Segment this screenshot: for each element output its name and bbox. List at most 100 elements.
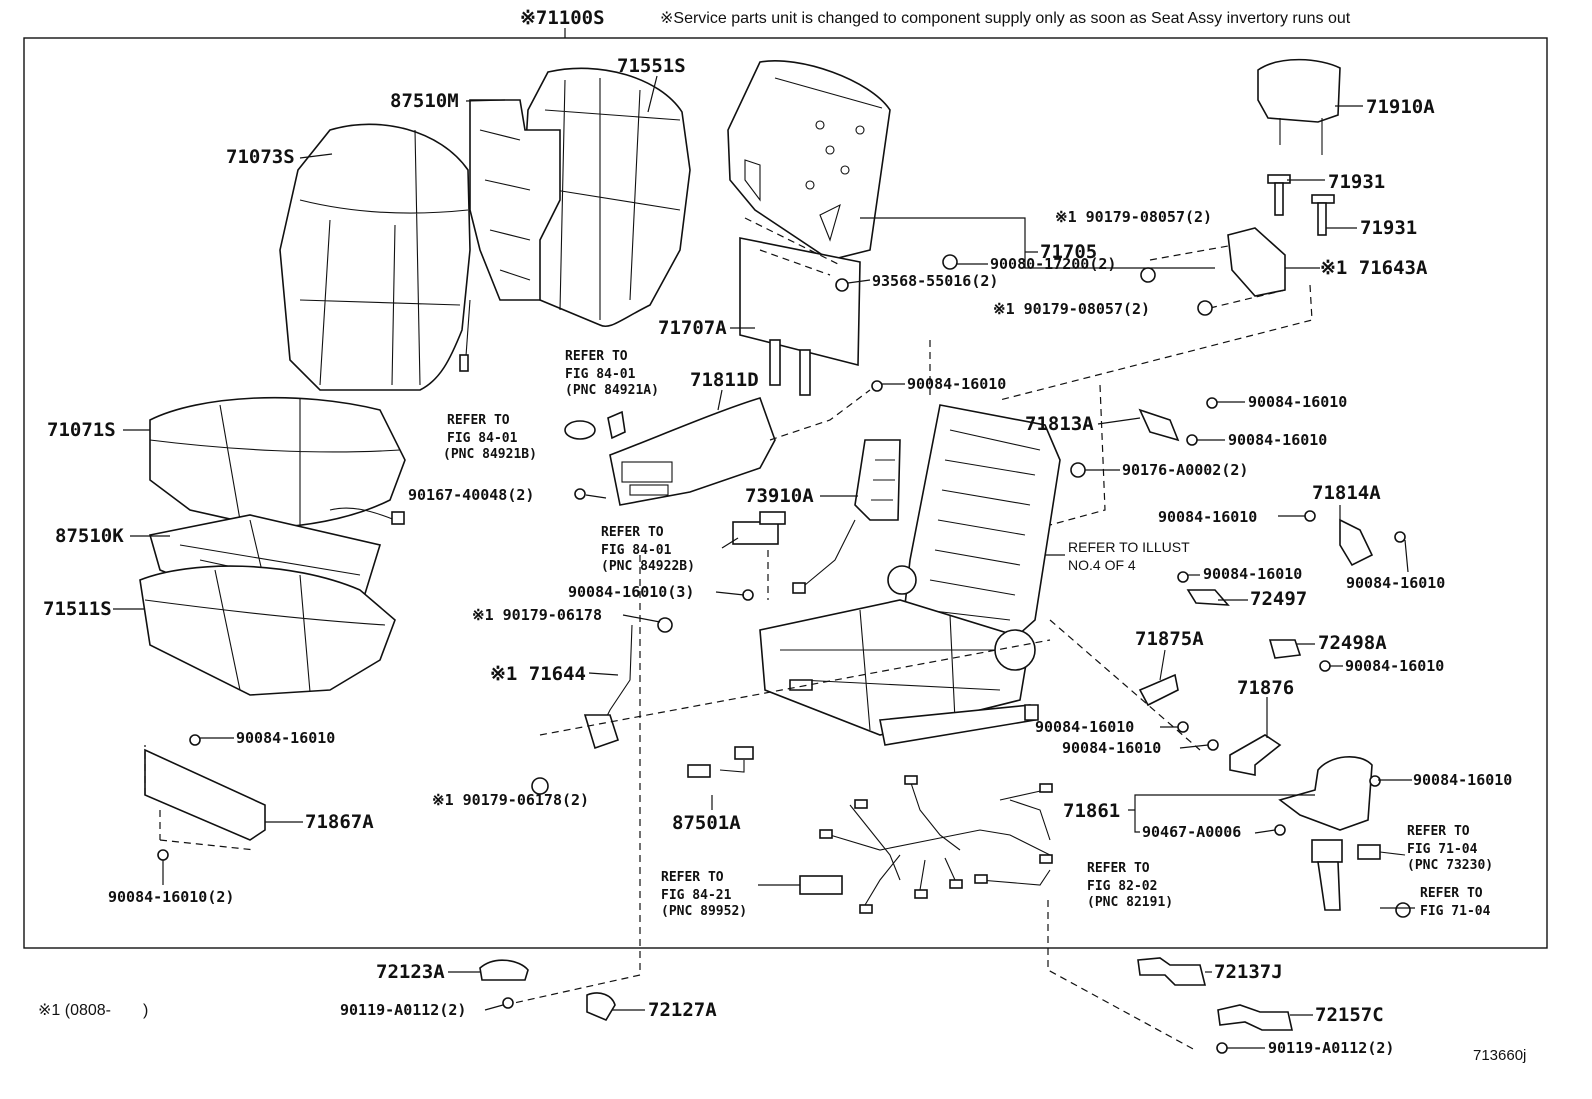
label-87501a: 87501A (672, 812, 741, 834)
label-90084-seat2: 90084-16010(2) (108, 888, 234, 906)
label-90084-a: 90084-16010 (907, 375, 1006, 393)
label-ref-82-02-2: FIG 82-02 (1087, 879, 1157, 894)
label-ref-84-01a-1: REFER TO (565, 349, 628, 364)
bracket-71814a (1304, 510, 1406, 567)
bracket-71876 (1207, 697, 1282, 776)
cushion-cover-71071s (149, 396, 406, 529)
label-ref-illust-1: REFER TO ILLUST (1068, 539, 1190, 555)
label-71931a: 71931 (1328, 171, 1385, 193)
label-90179-06178-2: ※1 90179-06178(2) (432, 791, 589, 809)
connector-87501a (687, 746, 754, 778)
label-71644: ※1 71644 (490, 663, 586, 685)
assembly-number: ※71100S (520, 7, 605, 29)
screw-90119-a (502, 997, 514, 1009)
label-71875a: 71875A (1135, 628, 1204, 650)
bracket-71813a (1070, 397, 1218, 478)
label-87510m: 87510M (390, 90, 459, 112)
label-90084-g: 90084-16010 (1345, 657, 1444, 675)
label-ref-84-01c-2: FIG 84-01 (601, 543, 672, 558)
label-90167: 90167-40048(2) (408, 486, 534, 504)
label-ref-84-01b-1: REFER TO (447, 413, 510, 428)
label-ref-71-04b-2: FIG 71-04 (1420, 904, 1491, 919)
label-93568: 93568-55016(2) (872, 272, 998, 290)
label-90084-b: 90084-16010 (1248, 393, 1347, 411)
label-72157c: 72157C (1315, 1004, 1384, 1026)
cover-72127a (586, 992, 616, 1022)
headrest-support-71931 (1267, 174, 1335, 236)
label-90084-c: 90084-16010 (1228, 431, 1327, 449)
label-71551s: 71551S (617, 55, 686, 77)
nut-90080 (942, 254, 958, 270)
leader-lines (113, 75, 1415, 1049)
label-90176: 90176-A0002(2) (1122, 461, 1248, 479)
cushion-pad-71511s (139, 565, 396, 696)
seatback-pad-71551s (519, 67, 691, 327)
label-71511s: 71511S (43, 598, 112, 620)
label-ref-84-01a-3: (PNC 84921A) (565, 383, 659, 398)
seatbelt-71861 (1274, 755, 1411, 918)
part-labels: 71551S 87510M 71073S 71071S 87510K 71511… (43, 55, 1512, 1057)
figure-id: 713660j (1473, 1047, 1526, 1064)
service-note: ※Service parts unit is changed to compon… (660, 10, 1351, 27)
label-ref-84-01b-3: (PNC 84921B) (443, 447, 537, 462)
bracket-71643a (1140, 227, 1286, 316)
label-71643a: ※1 71643A (1320, 257, 1428, 279)
side-cover-71867a (144, 734, 266, 861)
label-87510k: 87510K (55, 525, 124, 547)
label-90179-08057b: ※1 90179-08057(2) (993, 300, 1150, 318)
label-ref-84-01c-1: REFER TO (601, 525, 664, 540)
seatback-cover-71073s (279, 123, 471, 391)
bracket-71875a (1138, 649, 1189, 733)
screw-90084-a (871, 380, 883, 392)
label-ref-82-02-1: REFER TO (1087, 861, 1150, 876)
footnote: ※1 (0808- ) (38, 1002, 148, 1019)
label-90179-08057a: ※1 90179-08057(2) (1055, 208, 1212, 226)
label-71814a: 71814A (1312, 482, 1381, 504)
clip-93568 (835, 278, 849, 292)
seat-switch-84922b (732, 511, 786, 601)
label-90119a: 90119-A0112(2) (340, 1001, 466, 1019)
label-90084-e: 90084-16010 (1346, 574, 1445, 592)
cover-72123a (479, 959, 529, 981)
label-71073s: 71073S (226, 146, 295, 168)
label-71707a: 71707A (658, 317, 727, 339)
label-ref-71-04a-1: REFER TO (1407, 824, 1470, 839)
label-90119b: 90119-A0112(2) (1268, 1039, 1394, 1057)
label-ref-71-04a-2: FIG 71-04 (1407, 842, 1478, 857)
label-90084-sb: 90084-16010 (1413, 771, 1512, 789)
switch-bezel-71811d (564, 397, 776, 506)
label-71813a: 71813A (1025, 413, 1094, 435)
label-ref-84-21-2: FIG 84-21 (661, 888, 732, 903)
label-ref-84-21-3: (PNC 89952) (661, 904, 747, 919)
cover-72157c (1217, 1004, 1293, 1031)
label-ref-82-02-3: (PNC 82191) (1087, 895, 1173, 910)
label-90179-06178: ※1 90179-06178 (472, 606, 602, 624)
label-ref-illust-2: NO.4 OF 4 (1068, 557, 1136, 573)
label-ref-84-01b-2: FIG 84-01 (447, 431, 518, 446)
label-72127a: 72127A (648, 999, 717, 1021)
label-72497: 72497 (1250, 588, 1307, 610)
label-73910a: 73910A (745, 485, 814, 507)
sensor-71644 (531, 617, 673, 795)
label-90084-d: 90084-16010 (1158, 508, 1257, 526)
label-90467: 90467-A0006 (1142, 823, 1241, 841)
label-72137j: 72137J (1214, 961, 1283, 983)
label-71931b: 71931 (1360, 217, 1417, 239)
wire-harness (819, 775, 1053, 914)
back-board-71707a (739, 217, 861, 396)
seatback-heater-87510m (459, 99, 561, 372)
label-71910a: 71910A (1366, 96, 1435, 118)
label-90084-seat: 90084-16010 (236, 729, 335, 747)
label-90080: 90080-17200(2) (990, 255, 1116, 273)
label-ref-71-04b-1: REFER TO (1420, 886, 1483, 901)
label-72498a: 72498A (1318, 632, 1387, 654)
seat-frame-assembly (759, 404, 1061, 746)
cover-72137j (1137, 957, 1207, 986)
lumbar-pad-73910a (792, 439, 901, 594)
screw-90119-b (1216, 1042, 1228, 1054)
bracket-72498a (1268, 639, 1331, 672)
label-72123a: 72123A (376, 961, 445, 983)
label-ref-84-01c-3: (PNC 84922B) (601, 559, 695, 574)
label-90084-i: 90084-16010 (1062, 739, 1161, 757)
label-71071s: 71071S (47, 419, 116, 441)
